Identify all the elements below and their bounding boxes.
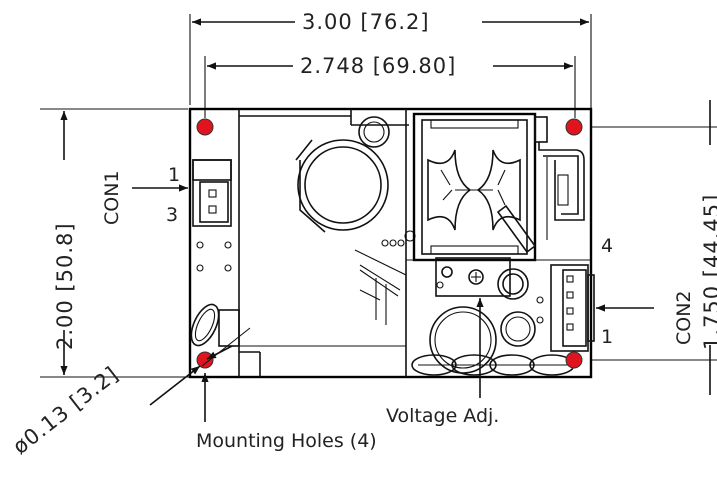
voltage-adj-callout: Voltage Adj. xyxy=(386,298,499,427)
left-components xyxy=(190,241,240,347)
con1-label: CON1 xyxy=(101,170,123,225)
con1-callout: 1 3 CON1 xyxy=(101,164,188,226)
dimension-hole-spacing-width: 2.748 [69.80] xyxy=(204,54,576,118)
transformer xyxy=(412,112,537,262)
voltage-adjust-area xyxy=(411,257,575,376)
con1-connector xyxy=(192,159,232,227)
dimension-overall-height-label: 2.00 [50.8] xyxy=(53,222,77,350)
con2-connector xyxy=(550,264,595,352)
con1-pin-bottom: 3 xyxy=(166,204,178,226)
dimension-overall-width-label: 3.00 [76.2] xyxy=(302,10,430,34)
dimension-hole-spacing-height: 1.750 [44.45] xyxy=(592,100,717,395)
dimension-overall-width: 3.00 [76.2] xyxy=(189,10,592,118)
mounting-holes-label: Mounting Holes (4) xyxy=(196,430,377,452)
dimension-hole-spacing-width-label: 2.748 [69.80] xyxy=(300,54,456,78)
top-capacitors xyxy=(295,116,416,325)
con1-pin-top: 1 xyxy=(168,164,180,186)
pcb-board xyxy=(188,107,593,379)
dimension-hole-spacing-height-label: 1.750 [44.45] xyxy=(700,194,717,350)
voltage-adj-label: Voltage Adj. xyxy=(386,405,499,427)
con2-pin-bottom: 1 xyxy=(601,326,613,348)
mounting-hole-top-left xyxy=(196,118,214,136)
bracket xyxy=(406,116,591,261)
dimension-overall-height: 2.00 [50.8] xyxy=(40,108,190,378)
mounting-hole-bottom-right xyxy=(565,351,583,369)
mounting-hole-top-right xyxy=(565,118,583,136)
mounting-holes-callout: Mounting Holes (4) xyxy=(196,373,377,452)
con2-label: CON2 xyxy=(673,290,695,345)
con2-pin-top: 4 xyxy=(601,235,613,257)
con2-callout: 4 1 CON2 xyxy=(596,235,695,348)
hole-diameter-label: ø0.13 [3.2] xyxy=(8,362,123,459)
